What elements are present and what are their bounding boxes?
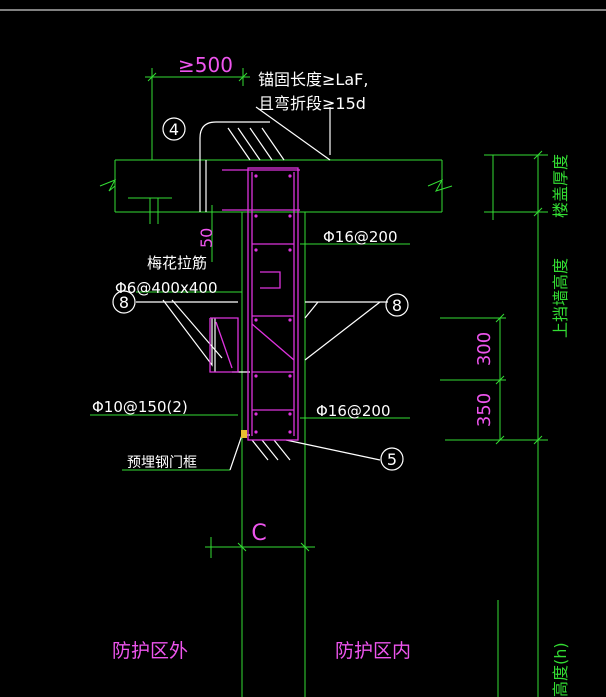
green-lines xyxy=(90,68,548,697)
dim-350-label: 350 xyxy=(474,393,495,427)
embedded-frame-label: 预埋钢门框 xyxy=(127,455,197,471)
dim-300-label: 300 xyxy=(474,332,495,366)
dim-c-label: C xyxy=(251,521,266,546)
outside-zone-label: 防护区外 xyxy=(112,640,188,662)
mark-8-right-circle xyxy=(385,293,409,317)
text-layer: 4 8 8 5 ≥500 锚固长度≥LaF, 且弯折段≥15d 梅花拉筋 Φ6@… xyxy=(92,53,570,697)
rebar-top-label: Φ16@200 xyxy=(323,228,398,246)
dim-500-label: ≥500 xyxy=(178,53,233,77)
mark-4-label: 4 xyxy=(169,120,179,139)
rebar-dots xyxy=(254,174,292,434)
stirrup-label: Φ10@150(2) xyxy=(92,398,188,416)
rebar-bottom-label: Φ16@200 xyxy=(316,402,391,420)
embedded-frame-marker xyxy=(241,430,247,438)
beam-height-label: 上挡墙高度 xyxy=(551,258,570,338)
anchor-text-line1: 锚固长度≥LaF, xyxy=(258,70,368,89)
floor-thickness-label: 楼盖厚度 xyxy=(551,154,570,218)
mark-8-right-label: 8 xyxy=(392,296,402,315)
mark-8-left-label: 8 xyxy=(119,293,129,312)
dim-50-label: 50 xyxy=(197,228,216,248)
flower-tie-label: 梅花拉筋 xyxy=(147,254,207,272)
inside-zone-label: 防护区内 xyxy=(335,640,411,662)
magenta-lines xyxy=(209,167,300,441)
anchor-text-line2: 且弯折段≥15d xyxy=(258,94,366,113)
mark-circles xyxy=(112,117,409,471)
mark-4-circle xyxy=(162,117,186,141)
mark-5-circle xyxy=(380,447,404,471)
mark-8-left-circle xyxy=(112,290,136,314)
white-lines xyxy=(136,106,388,471)
flower-tie-spec-label: Φ6@400x400 xyxy=(115,279,218,297)
mark-5-label: 5 xyxy=(387,450,397,469)
height-h-label: 高度(h) xyxy=(551,642,570,697)
